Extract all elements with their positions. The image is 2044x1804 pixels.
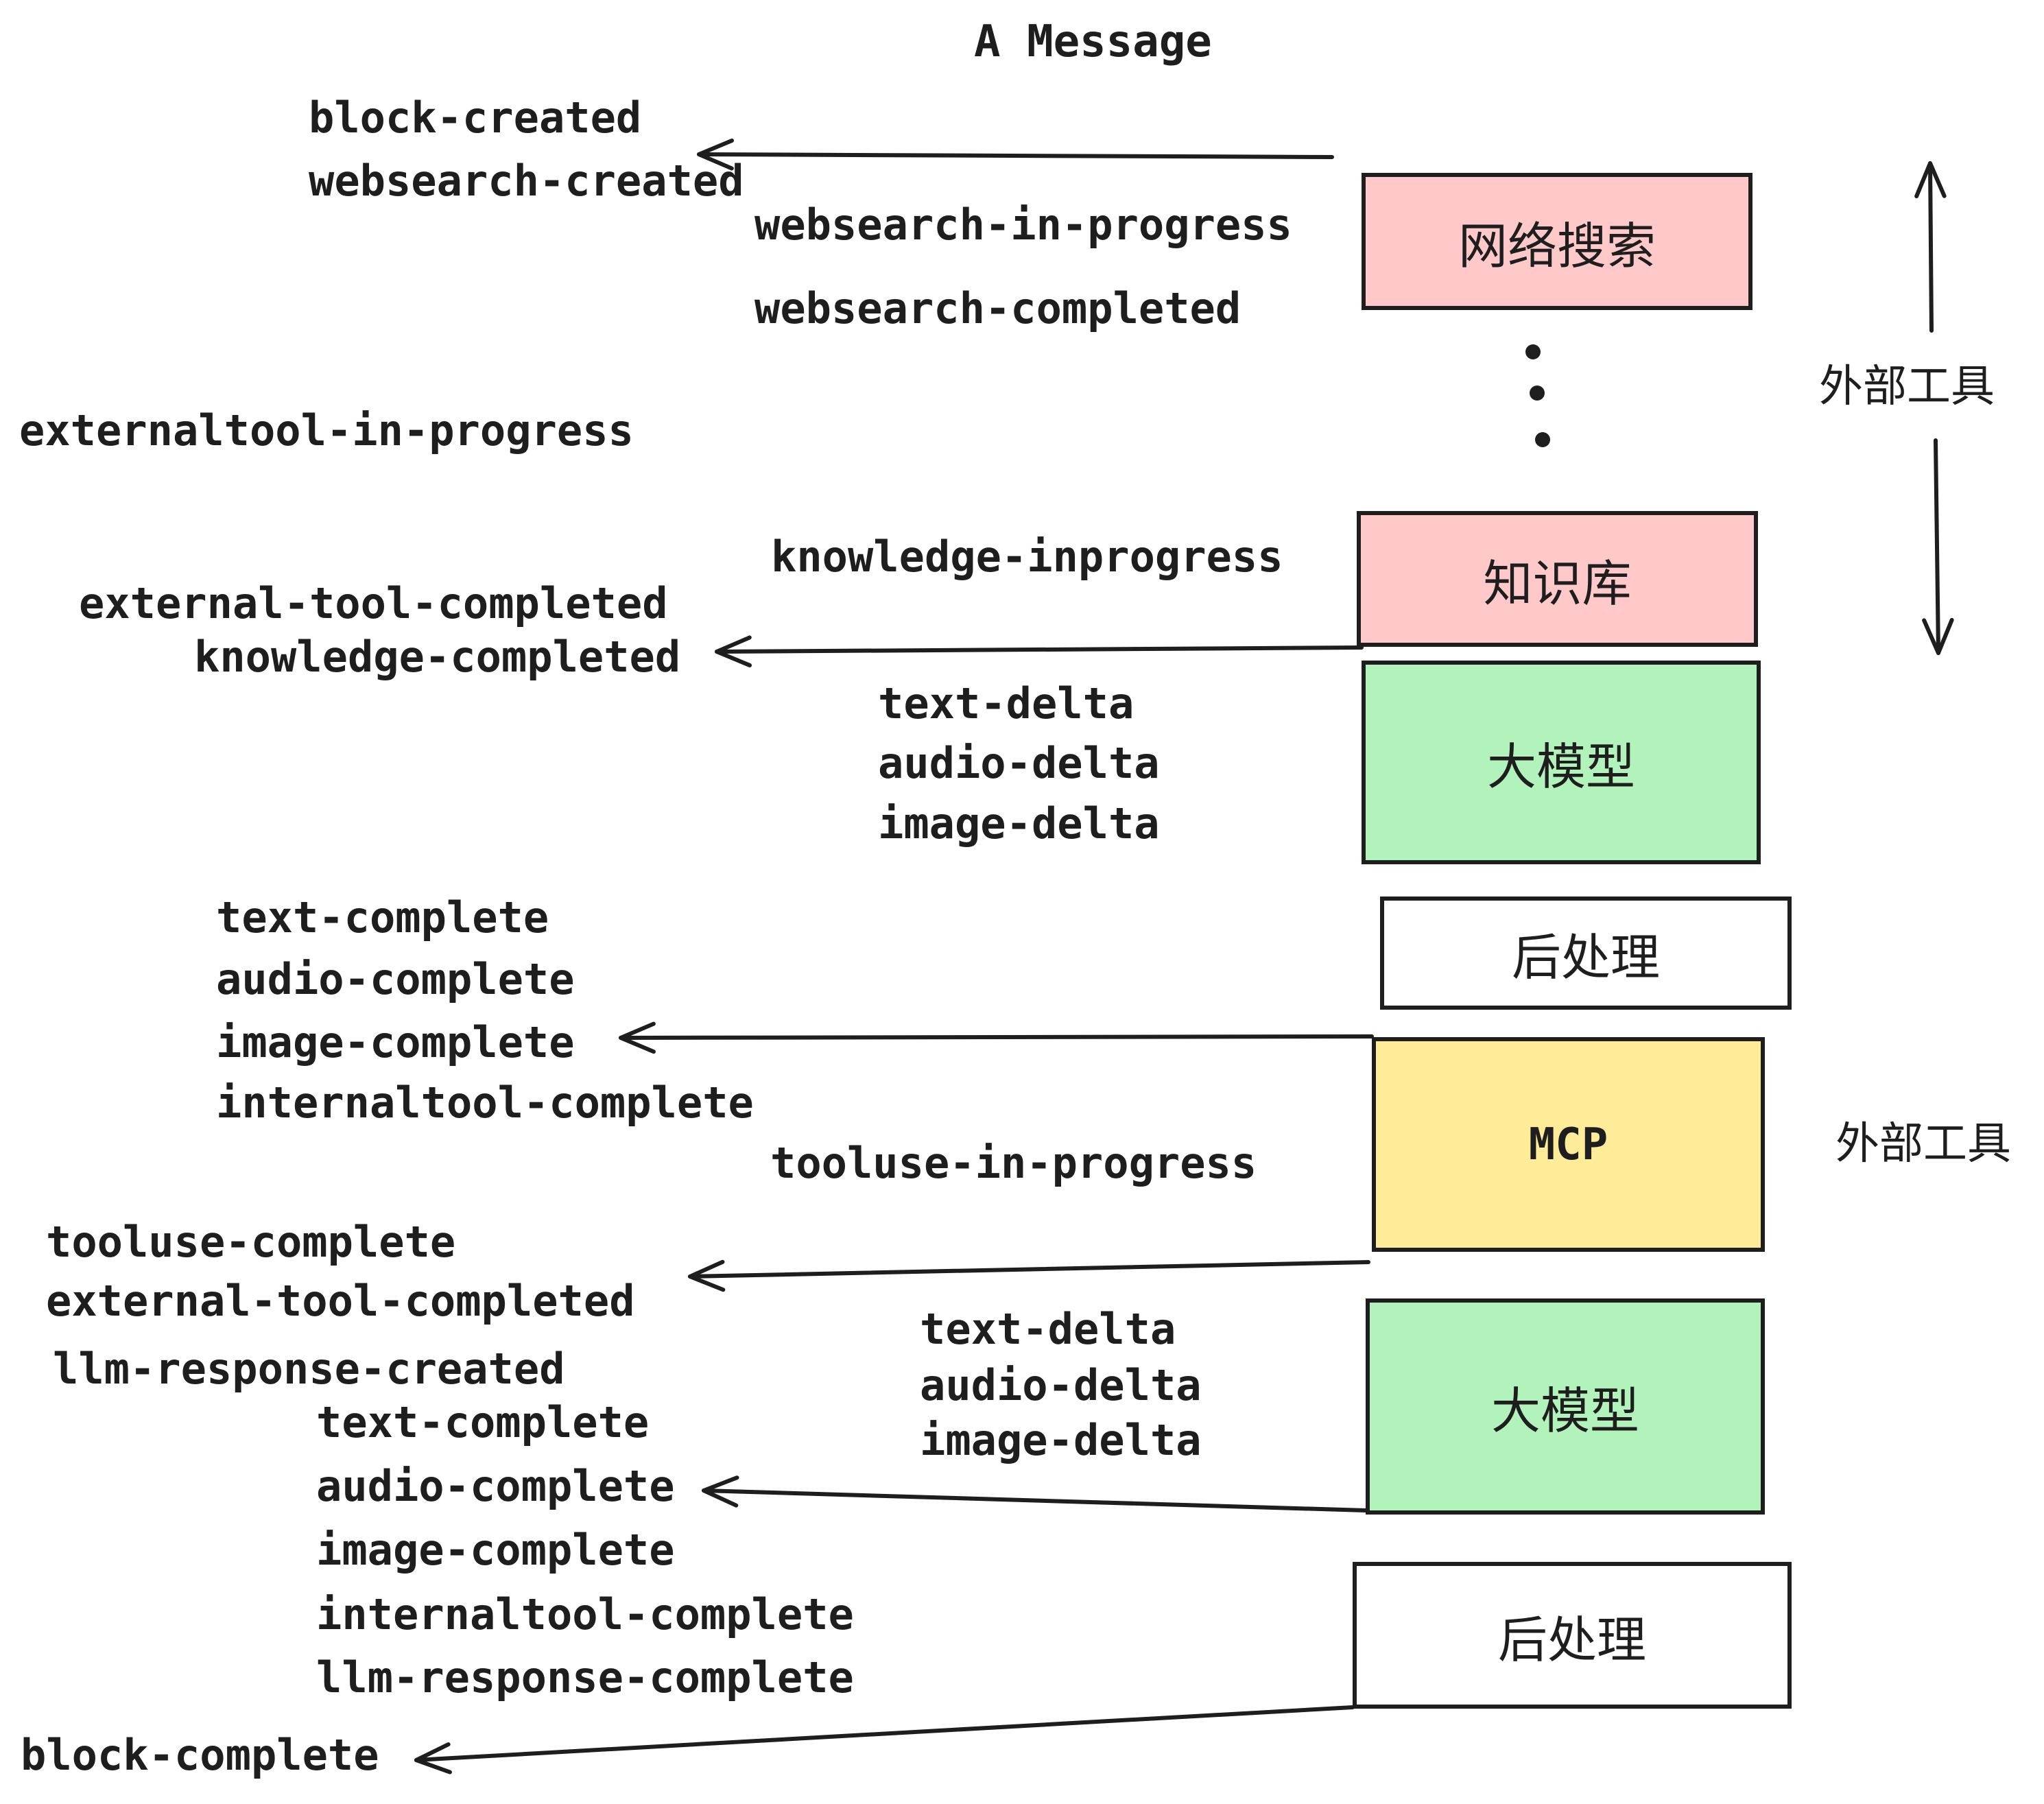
arrow-to-audio-complete-2 (702, 1475, 1368, 1512)
arrow-external-tools-up (1914, 161, 1947, 333)
box-postprocess-1: 后处理 (1380, 897, 1792, 1010)
arrowhead (697, 138, 734, 171)
arrow-to-knowledge-completed (715, 635, 1364, 667)
event-tooluse-complete: tooluse-complete (46, 1217, 456, 1267)
event-websearch-completed: websearch-completed (754, 283, 1241, 333)
arrow-to-block-created (697, 138, 1334, 171)
box-mcp: MCP (1372, 1037, 1765, 1252)
event-image-complete-1: image-complete (216, 1017, 575, 1067)
ellipsis-dot (1530, 385, 1545, 401)
annotation-external-tools-top: 外部工具 (1819, 361, 1995, 411)
box-postprocess-2-label: 后处理 (1497, 1613, 1646, 1668)
event-text-complete-2: text-complete (316, 1397, 650, 1447)
box-llm-2: 大模型 (1366, 1298, 1765, 1515)
box-postprocess-1-label: 后处理 (1511, 931, 1660, 986)
event-text-delta-2: text-delta (920, 1304, 1176, 1354)
arrowhead (1914, 161, 1947, 199)
arrow-to-image-complete-1 (619, 1021, 1374, 1054)
event-websearch-in-progress: websearch-in-progress (754, 200, 1292, 250)
event-text-delta-1: text-delta (878, 678, 1134, 728)
arrowhead (702, 1475, 739, 1508)
event-image-complete-2: image-complete (316, 1525, 675, 1575)
event-image-delta-1: image-delta (878, 798, 1160, 848)
arrow-to-tooluse-complete (688, 1259, 1370, 1292)
event-internaltool-complete-1: internaltool-complete (216, 1078, 754, 1128)
box-postprocess-2: 后处理 (1353, 1562, 1792, 1709)
event-websearch-created: websearch-created (309, 156, 744, 206)
event-audio-delta-1: audio-delta (878, 738, 1160, 788)
event-block-created: block-created (309, 93, 642, 143)
event-block-complete: block-complete (21, 1730, 379, 1780)
arrowhead (619, 1021, 656, 1054)
ellipsis-dot (1525, 344, 1541, 359)
arrow-external-tools-down (1922, 438, 1954, 655)
event-image-delta-2: image-delta (920, 1415, 1202, 1465)
box-websearch: 网络搜索 (1362, 173, 1752, 310)
event-llm-response-complete: llm-response-complete (316, 1652, 854, 1702)
event-audio-complete-1: audio-complete (216, 954, 575, 1004)
event-external-tool-completed-1: external-tool-completed (79, 578, 668, 628)
box-websearch-label: 网络搜索 (1458, 219, 1656, 274)
box-knowledge: 知识库 (1357, 511, 1758, 647)
event-external-tool-completed-2: external-tool-completed (46, 1276, 635, 1326)
arrowhead (715, 635, 752, 667)
box-llm-1-label: 大模型 (1486, 740, 1635, 795)
ellipsis-dot (1535, 432, 1550, 447)
annotation-external-tools-mid: 外部工具 (1835, 1119, 2011, 1168)
event-tooluse-in-progress: tooluse-in-progress (770, 1138, 1257, 1188)
box-llm-1: 大模型 (1362, 661, 1761, 864)
event-knowledge-completed: knowledge-completed (194, 632, 681, 682)
event-text-complete-1: text-complete (216, 892, 549, 942)
event-externaltool-in-progress: externaltool-in-progress (19, 405, 634, 455)
arrowhead (688, 1259, 726, 1292)
diagram-title: A Message (974, 16, 1212, 67)
box-llm-2-label: 大模型 (1490, 1384, 1639, 1439)
box-knowledge-label: 知识库 (1483, 556, 1632, 612)
box-mcp-label: MCP (1528, 1119, 1608, 1170)
arrow-to-block-complete (414, 1705, 1355, 1775)
event-audio-complete-2: audio-complete (316, 1461, 675, 1511)
arrowhead (414, 1742, 452, 1775)
event-internaltool-complete-2: internaltool-complete (316, 1589, 854, 1639)
event-audio-delta-2: audio-delta (920, 1360, 1202, 1410)
event-llm-response-created: llm-response-created (53, 1344, 565, 1394)
arrowhead (1922, 617, 1954, 655)
event-knowledge-inprogress: knowledge-inprogress (771, 532, 1283, 582)
